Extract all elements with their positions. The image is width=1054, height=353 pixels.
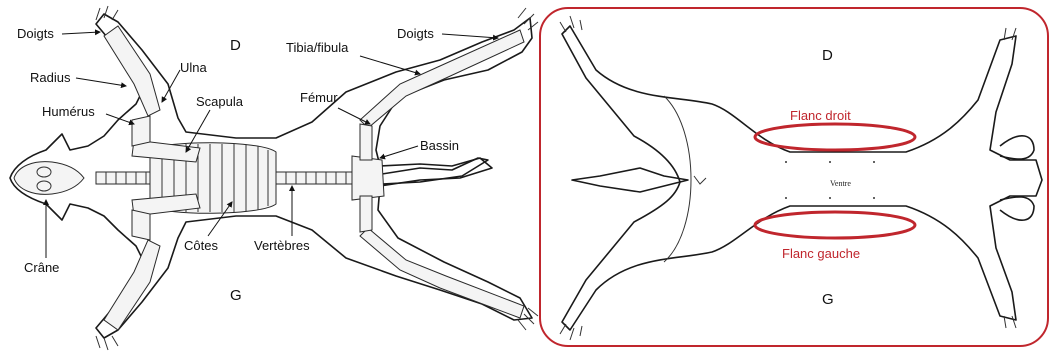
label-flank-right: Flanc droit bbox=[790, 108, 851, 123]
label-dorsal-left: D bbox=[230, 37, 241, 54]
hind-leg-lower bbox=[360, 124, 372, 160]
hind-leg-lower bbox=[360, 196, 372, 232]
label-dorsal-right: D bbox=[822, 47, 833, 64]
pointer-line bbox=[360, 56, 420, 74]
pointer-line bbox=[162, 70, 180, 102]
dot bbox=[873, 197, 875, 199]
pointer-line bbox=[76, 78, 126, 86]
dot bbox=[829, 161, 831, 163]
hind-leg-upper bbox=[360, 30, 524, 128]
label-scapula: Scapula bbox=[196, 94, 244, 109]
label-cotes: Côtes bbox=[184, 238, 218, 253]
label-crane: Crâne bbox=[24, 260, 59, 275]
front-leg-upper bbox=[104, 240, 160, 330]
pelvis-bone bbox=[352, 156, 384, 200]
tail bbox=[382, 158, 488, 184]
label-femur: Fémur bbox=[300, 90, 338, 105]
label-tibia-fibula: Tibia/fibula bbox=[286, 40, 349, 55]
label-doigts-hind: Doigts bbox=[397, 26, 434, 41]
paw bbox=[560, 324, 582, 340]
label-ventral-right: G bbox=[822, 291, 834, 308]
pointer-line bbox=[62, 32, 100, 34]
label-ulna: Ulna bbox=[180, 60, 208, 75]
hind-leg-upper bbox=[360, 228, 524, 318]
dot bbox=[873, 161, 875, 163]
label-center-text: Ventre bbox=[830, 179, 851, 188]
front-leg-lower bbox=[132, 210, 150, 240]
ear bbox=[1000, 136, 1034, 159]
right-panel-frame bbox=[540, 8, 1048, 346]
dot bbox=[785, 161, 787, 163]
front-leg-lower bbox=[132, 116, 150, 146]
pointer-line bbox=[442, 34, 498, 38]
pointer-line bbox=[380, 146, 418, 158]
dot bbox=[829, 197, 831, 199]
paw bbox=[96, 6, 118, 20]
dot bbox=[785, 197, 787, 199]
label-vertebres: Vertèbres bbox=[254, 238, 310, 253]
label-humerus: Humérus bbox=[42, 104, 95, 119]
flank-right-highlight bbox=[755, 124, 915, 150]
label-radius: Radius bbox=[30, 70, 71, 85]
label-flank-left: Flanc gauche bbox=[782, 246, 860, 261]
paw bbox=[96, 336, 118, 350]
pointer-line bbox=[106, 114, 134, 124]
label-bassin: Bassin bbox=[420, 138, 459, 153]
skeleton-diagram bbox=[10, 6, 538, 350]
navel-mark bbox=[694, 176, 706, 184]
body-outline-right bbox=[562, 26, 1042, 330]
ventral-diagram bbox=[560, 16, 1042, 340]
ear bbox=[1000, 197, 1034, 220]
label-doigts-front: Doigts bbox=[17, 26, 54, 41]
paw bbox=[560, 16, 582, 32]
flank-left-highlight bbox=[755, 212, 915, 238]
label-ventral-left: G bbox=[230, 287, 242, 304]
tail-ventral bbox=[572, 168, 688, 192]
